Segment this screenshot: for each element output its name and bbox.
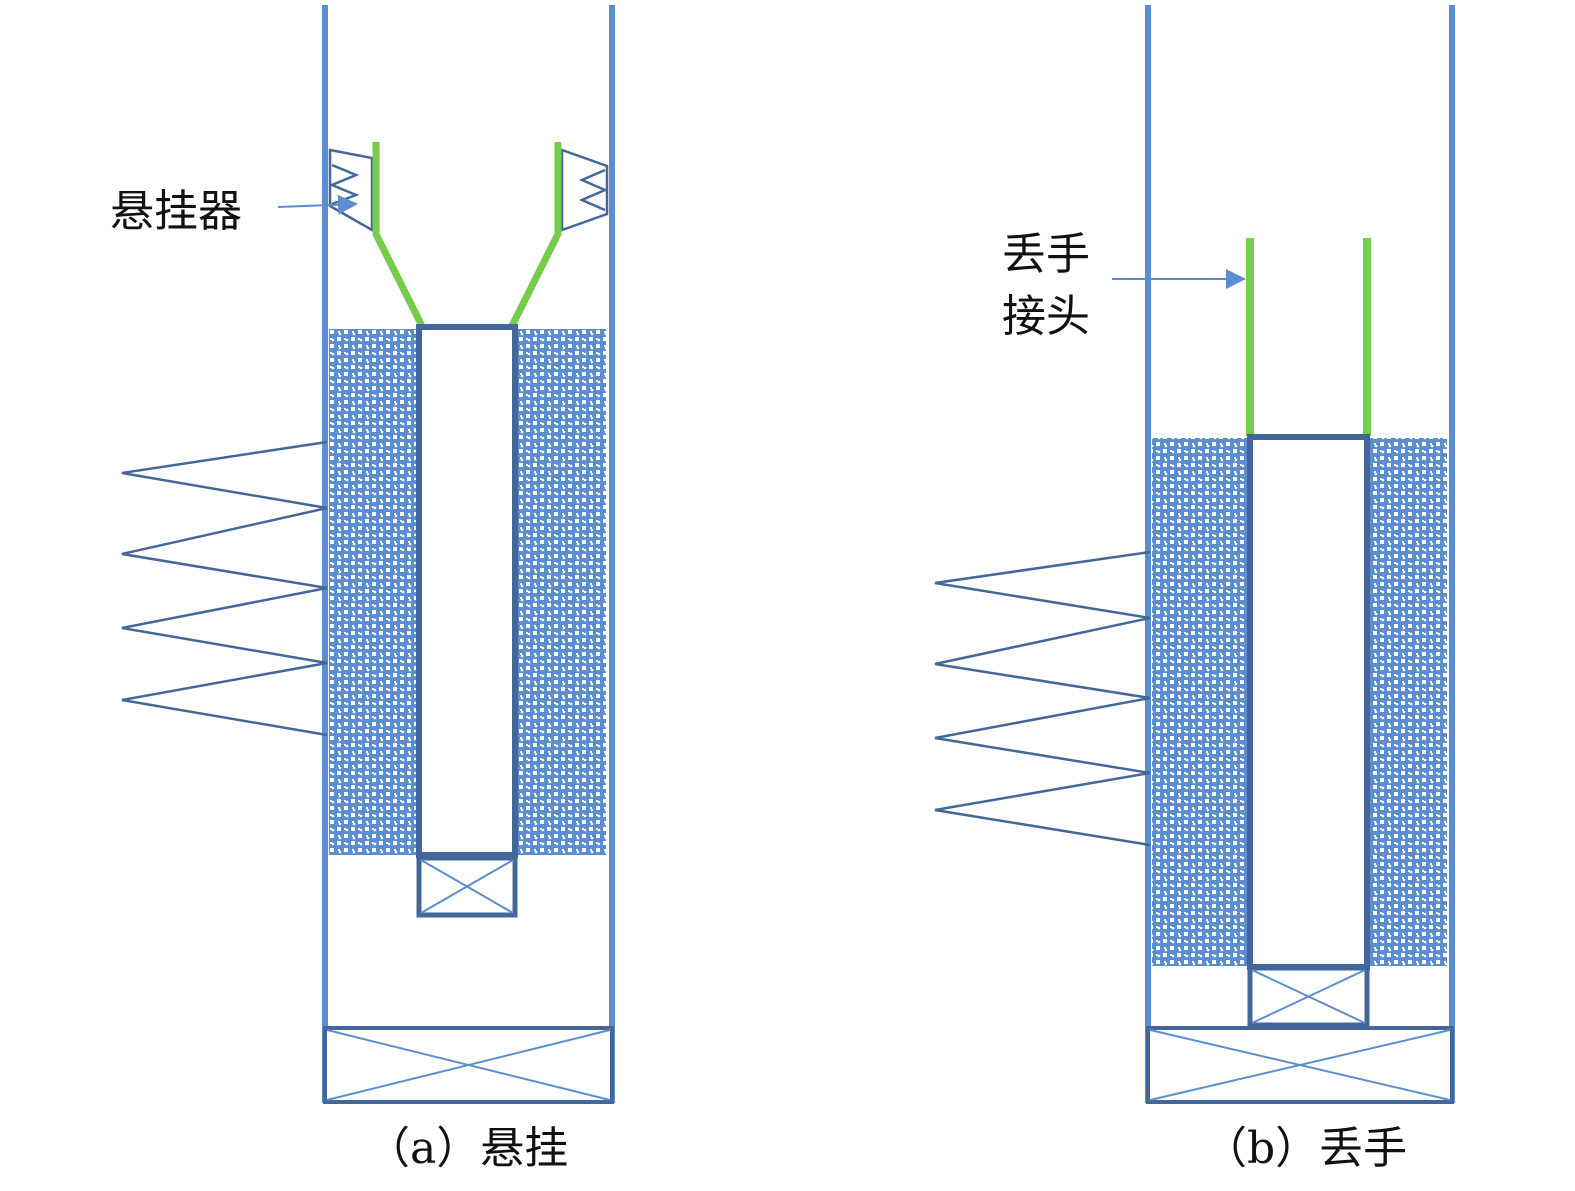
panel-a-packer-right bbox=[518, 329, 606, 855]
panel-a-hanger-slips-left bbox=[328, 148, 374, 233]
panel-b-release-joint bbox=[1246, 238, 1371, 436]
panel-b-central-tube bbox=[1247, 434, 1370, 970]
panel-b-anchor-teeth bbox=[934, 550, 1151, 847]
panel-a-tube-plug bbox=[416, 855, 518, 918]
panel-b-joint-label-line2: 接头 bbox=[1002, 291, 1090, 342]
panel-b-tube-plug bbox=[1247, 965, 1370, 1028]
panel-a-central-tube bbox=[416, 324, 518, 858]
panel-a-hanger-label: 悬挂器 bbox=[110, 186, 242, 237]
panel-b: 丢手 接头 （b）丢手 bbox=[934, 5, 1455, 1174]
panel-a-caption: （a）悬挂 bbox=[366, 1123, 568, 1174]
panel-b-packer-left bbox=[1152, 438, 1247, 966]
panel-a: 悬挂器 （a）悬挂 bbox=[110, 5, 615, 1174]
panel-a-hanger-slips-right bbox=[560, 148, 609, 232]
panel-a-bottom-plug bbox=[323, 1026, 614, 1104]
panel-a-anchor-teeth bbox=[121, 440, 328, 737]
panel-b-bottom-plug bbox=[1146, 1026, 1454, 1104]
panel-b-packer-right bbox=[1370, 438, 1447, 966]
panel-a-hanger-arms bbox=[372, 142, 562, 328]
panel-b-joint-label-line1: 丢手 bbox=[1002, 229, 1090, 280]
panel-a-hanger-arrow bbox=[277, 194, 358, 215]
panel-a-packer-left bbox=[329, 329, 416, 855]
panel-b-caption: （b）丢手 bbox=[1203, 1123, 1407, 1174]
